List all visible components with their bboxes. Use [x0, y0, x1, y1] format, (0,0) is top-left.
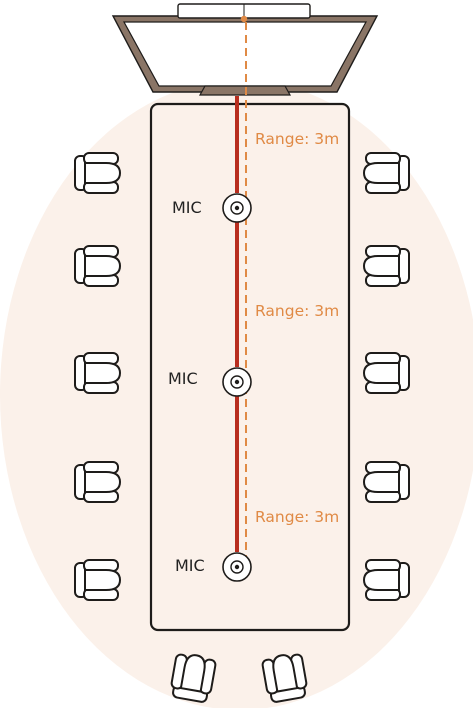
- mic-unit: MIC: [172, 193, 252, 223]
- chair-icon: [363, 559, 410, 601]
- chair-icon: [363, 152, 410, 194]
- microphone-icon: [222, 193, 252, 223]
- chair-icon: [74, 559, 121, 601]
- microphone-icon: [222, 552, 252, 582]
- mic-unit: MIC: [168, 367, 252, 397]
- chair-icon: [74, 245, 121, 287]
- chair-icon: [363, 245, 410, 287]
- mic-unit: MIC: [175, 552, 252, 582]
- mic-label: MIC: [168, 369, 198, 388]
- chair-icon: [74, 352, 121, 394]
- camera-bar-icon: [177, 3, 311, 23]
- chair-icon: [74, 461, 121, 503]
- mic-label: MIC: [172, 198, 202, 217]
- microphone-icon: [222, 367, 252, 397]
- range-label: Range: 3m: [255, 508, 339, 526]
- range-label: Range: 3m: [255, 130, 339, 148]
- conference-table: [149, 102, 351, 632]
- range-label: Range: 3m: [255, 302, 339, 320]
- chair-icon: [74, 152, 121, 194]
- mic-label: MIC: [175, 556, 205, 575]
- chair-icon: [363, 352, 410, 394]
- chair-icon: [363, 461, 410, 503]
